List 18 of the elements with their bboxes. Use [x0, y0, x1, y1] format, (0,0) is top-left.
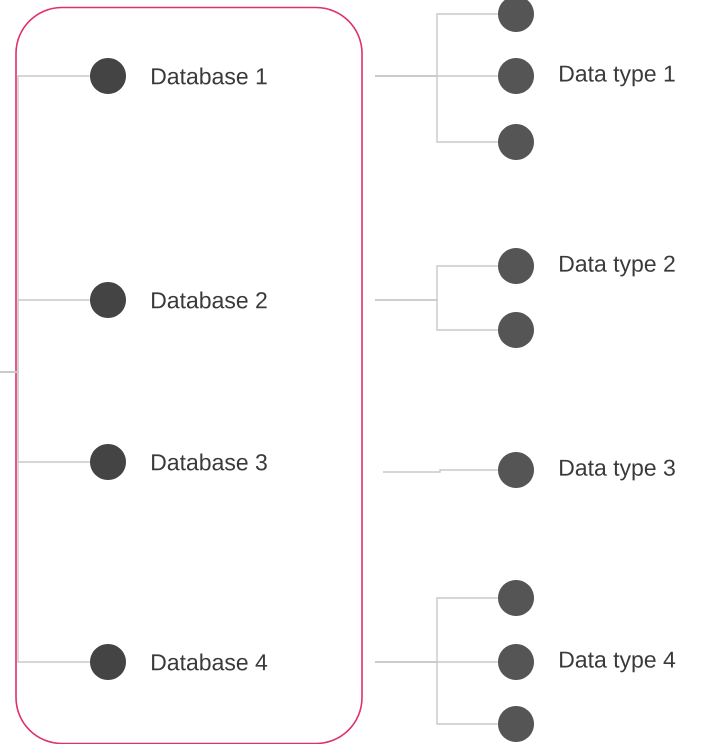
connector-line [383, 469, 498, 473]
node-label: Database 3 [152, 454, 267, 470]
group-frame [15, 6, 363, 744]
node-label: Data type 3 [560, 460, 675, 480]
dot [498, 124, 534, 160]
connector-line [375, 75, 498, 143]
connector-line [375, 299, 498, 331]
node-label: Database 4 [152, 654, 268, 670]
node-label: Data type 1 [560, 66, 675, 86]
connector-line [0, 371, 90, 663]
dot [498, 580, 534, 616]
connector-line [375, 661, 498, 725]
dot [498, 312, 534, 348]
dot [498, 706, 534, 742]
node-label: Data type 4 [560, 652, 676, 672]
node-label: Database 2 [152, 292, 267, 308]
node-label: Data type 2 [560, 256, 675, 276]
node-label: Database 1 [152, 68, 267, 84]
